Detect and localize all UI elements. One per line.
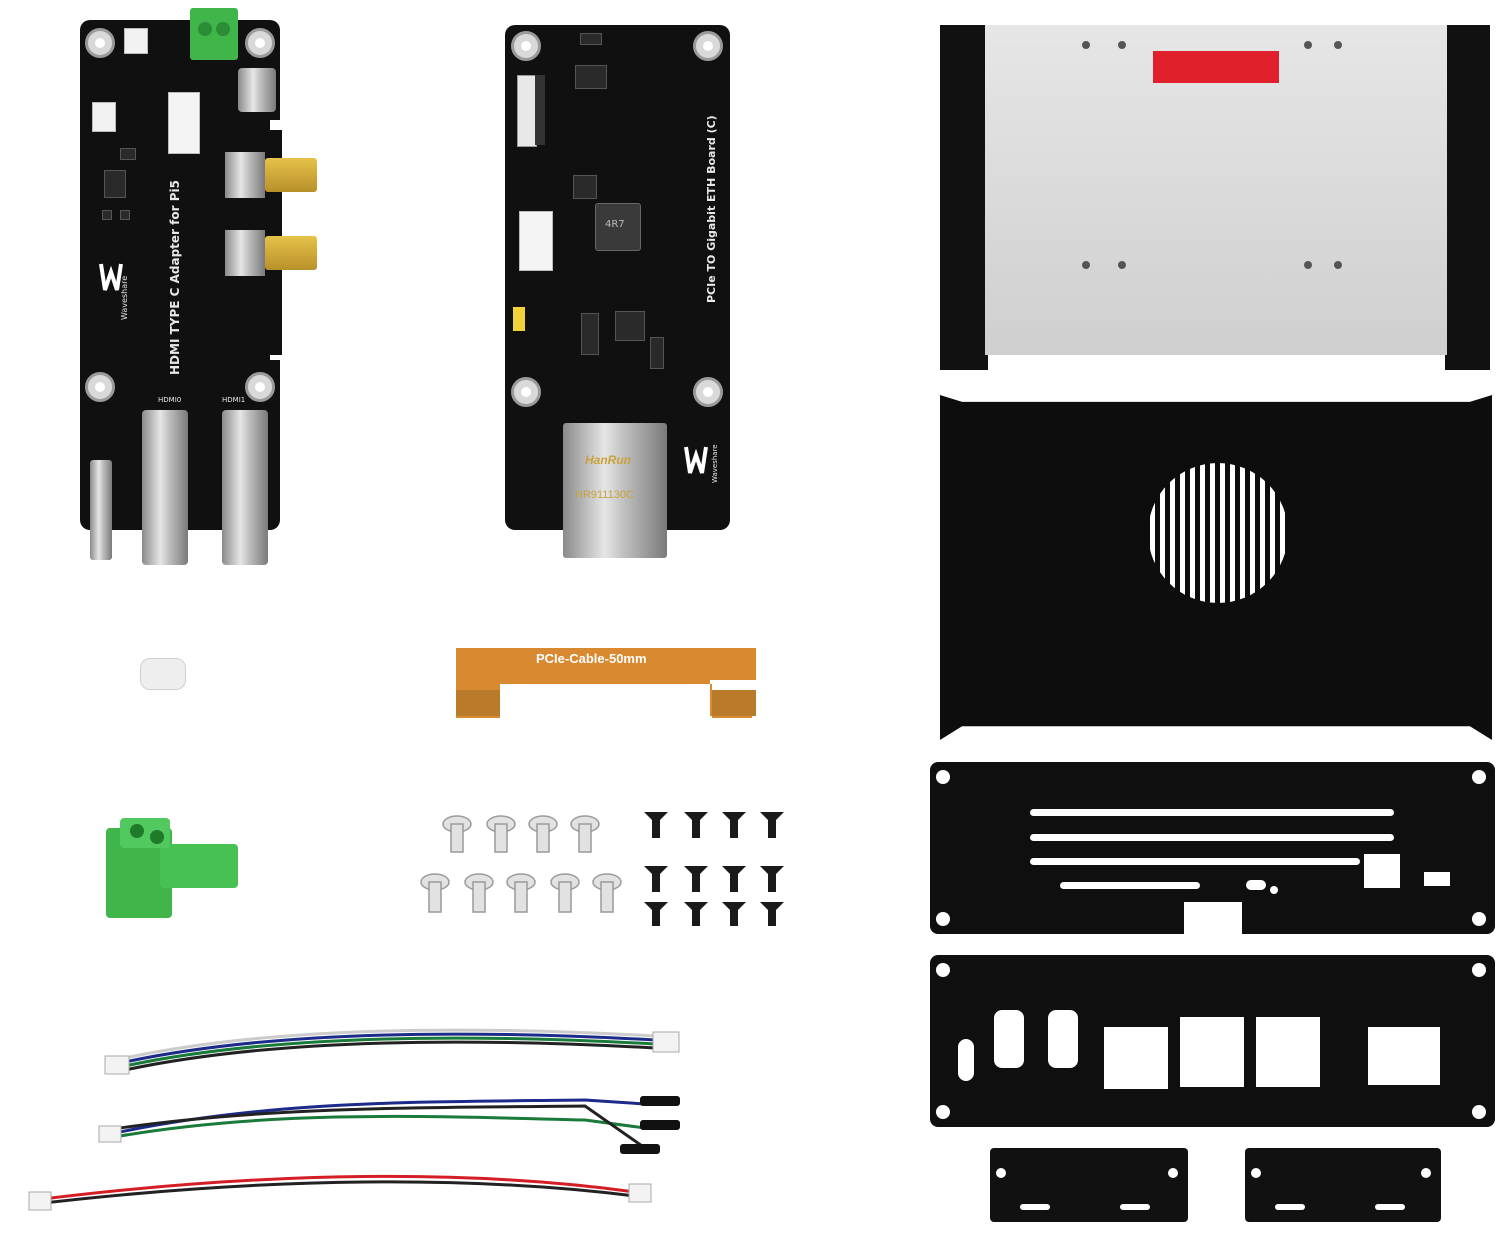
terminal-block-plug [100, 808, 240, 918]
fan-grille [1146, 461, 1290, 605]
port-label-hdmi1: HDMI1 [222, 396, 246, 404]
waveshare-logo-icon [683, 443, 709, 479]
usb-c-port [238, 68, 276, 112]
pcie-eth-board: 4R7 PCIe TO Gigabit ETH Board (C) Wavesh… [505, 25, 730, 560]
nylon-spacer [140, 658, 186, 690]
screws-black [640, 808, 790, 928]
terminal-block-onboard [190, 8, 238, 60]
cables [25, 1020, 725, 1220]
mounting-bracket-left [990, 1148, 1188, 1222]
board-label-pcie: PCIe TO Gigabit ETH Board (C) [705, 115, 718, 303]
hdmi-adapter-board: HDMI TYPE C Adapter for Pi5 Waveshare HD… [80, 8, 317, 565]
case-front-panel [930, 762, 1495, 937]
waveshare-logo-icon [98, 260, 124, 296]
hdmi-port-0 [142, 410, 188, 565]
rj45-port [563, 423, 667, 558]
ffc-cable-label: PCIe-Cable-50mm [536, 651, 647, 666]
board-label-hdmi: HDMI TYPE C Adapter for Pi5 [168, 180, 182, 375]
port-label-hdmi0: HDMI0 [158, 396, 182, 404]
rj45-brand: HanRun [585, 453, 631, 467]
screws-silver [415, 812, 630, 922]
case-top-shell [940, 25, 1490, 375]
case-bottom-shell [940, 395, 1492, 745]
hdmi-port-1 [222, 410, 268, 565]
rj45-model: HR911130C [575, 489, 634, 501]
brand-label-middle: Waveshare [711, 444, 719, 483]
inductor-label: 4R7 [605, 219, 625, 230]
mounting-bracket-right [1245, 1148, 1441, 1222]
pcie-ffc-cable: PCIe-Cable-50mm [450, 640, 762, 720]
red-tape [1153, 51, 1279, 83]
inductor [595, 203, 641, 251]
case-rear-panel [930, 955, 1495, 1130]
